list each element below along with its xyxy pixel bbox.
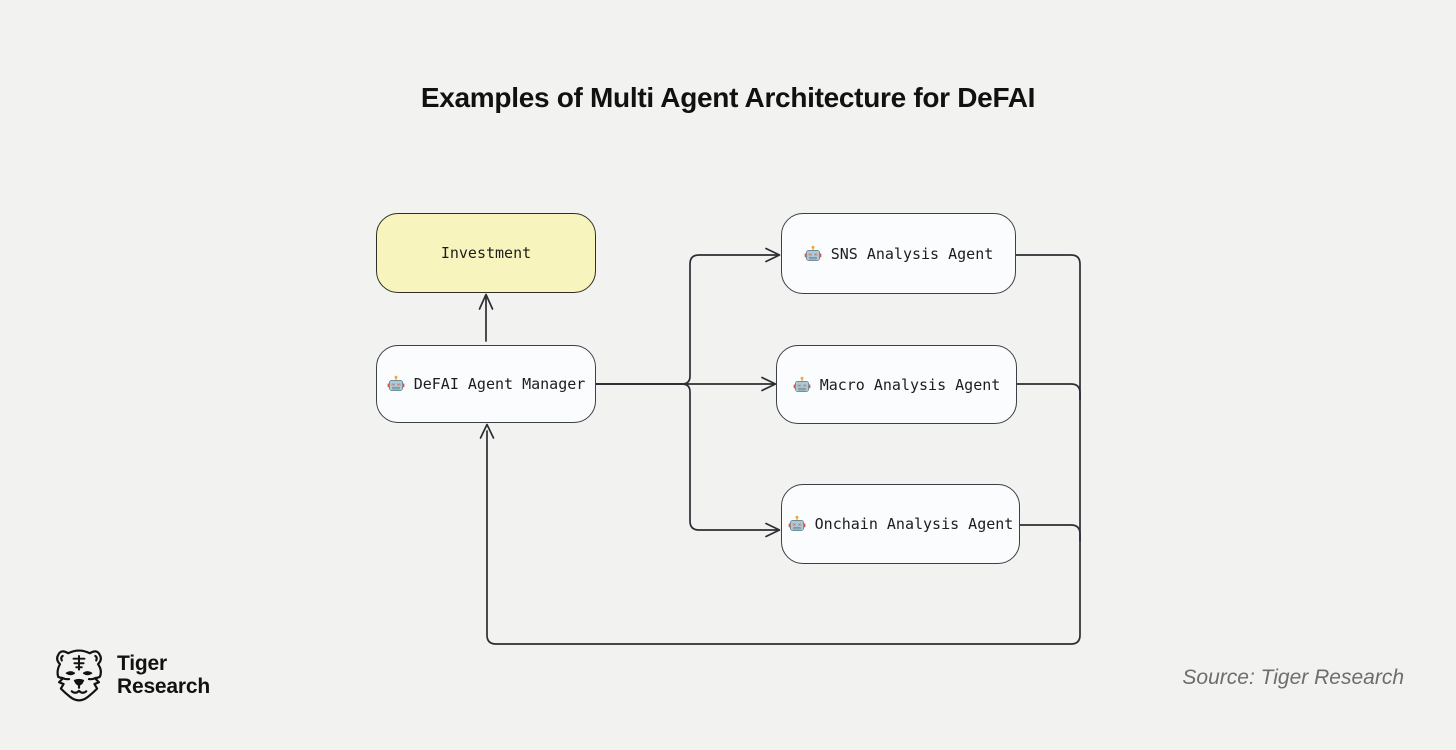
node-label: SNS Analysis Agent (830, 244, 994, 263)
tiger-face-icon (56, 649, 102, 702)
robot-icon (788, 515, 806, 531)
robot-icon (387, 375, 405, 391)
edge-loop-macro-join (1016, 383, 1081, 401)
arrowhead-right-macro (761, 376, 777, 392)
node-label: Macro Analysis Agent (819, 375, 1001, 394)
node-label: DeFAI Agent Manager (413, 375, 586, 393)
edge-manager-sns (595, 254, 778, 385)
edge-loop-sns-manager (486, 254, 1081, 645)
logo-line-2: Research (117, 675, 210, 698)
page-title: Examples of Multi Agent Architecture for… (420, 82, 1036, 113)
source-credit: Source: Tiger Research (1182, 666, 1404, 689)
arrowhead-up-investment (478, 293, 494, 310)
node-sns-analysis-agent: SNS Analysis Agent (781, 213, 1016, 294)
node-label: Investment (440, 244, 532, 262)
arrowhead-right-sns (765, 247, 781, 263)
logo-wordmark: Tiger Research (117, 652, 210, 698)
tiger-research-logo: Tiger Research (50, 646, 210, 704)
node-macro-analysis-agent: Macro Analysis Agent (776, 345, 1017, 424)
logo-line-1: Tiger (117, 652, 167, 675)
robot-icon (804, 245, 822, 261)
arrowhead-right-onchain (765, 522, 781, 538)
robot-icon (793, 376, 811, 392)
node-label: Onchain Analysis Agent (814, 515, 1014, 533)
node-defai-agent-manager: DeFAI Agent Manager (376, 345, 596, 423)
edge-manager-onchain (595, 383, 778, 531)
node-investment: Investment (376, 213, 596, 293)
node-onchain-analysis-agent: Onchain Analysis Agent (781, 484, 1020, 564)
arrowhead-up-manager (479, 423, 495, 439)
edge-loop-onchain-join (1019, 524, 1081, 542)
